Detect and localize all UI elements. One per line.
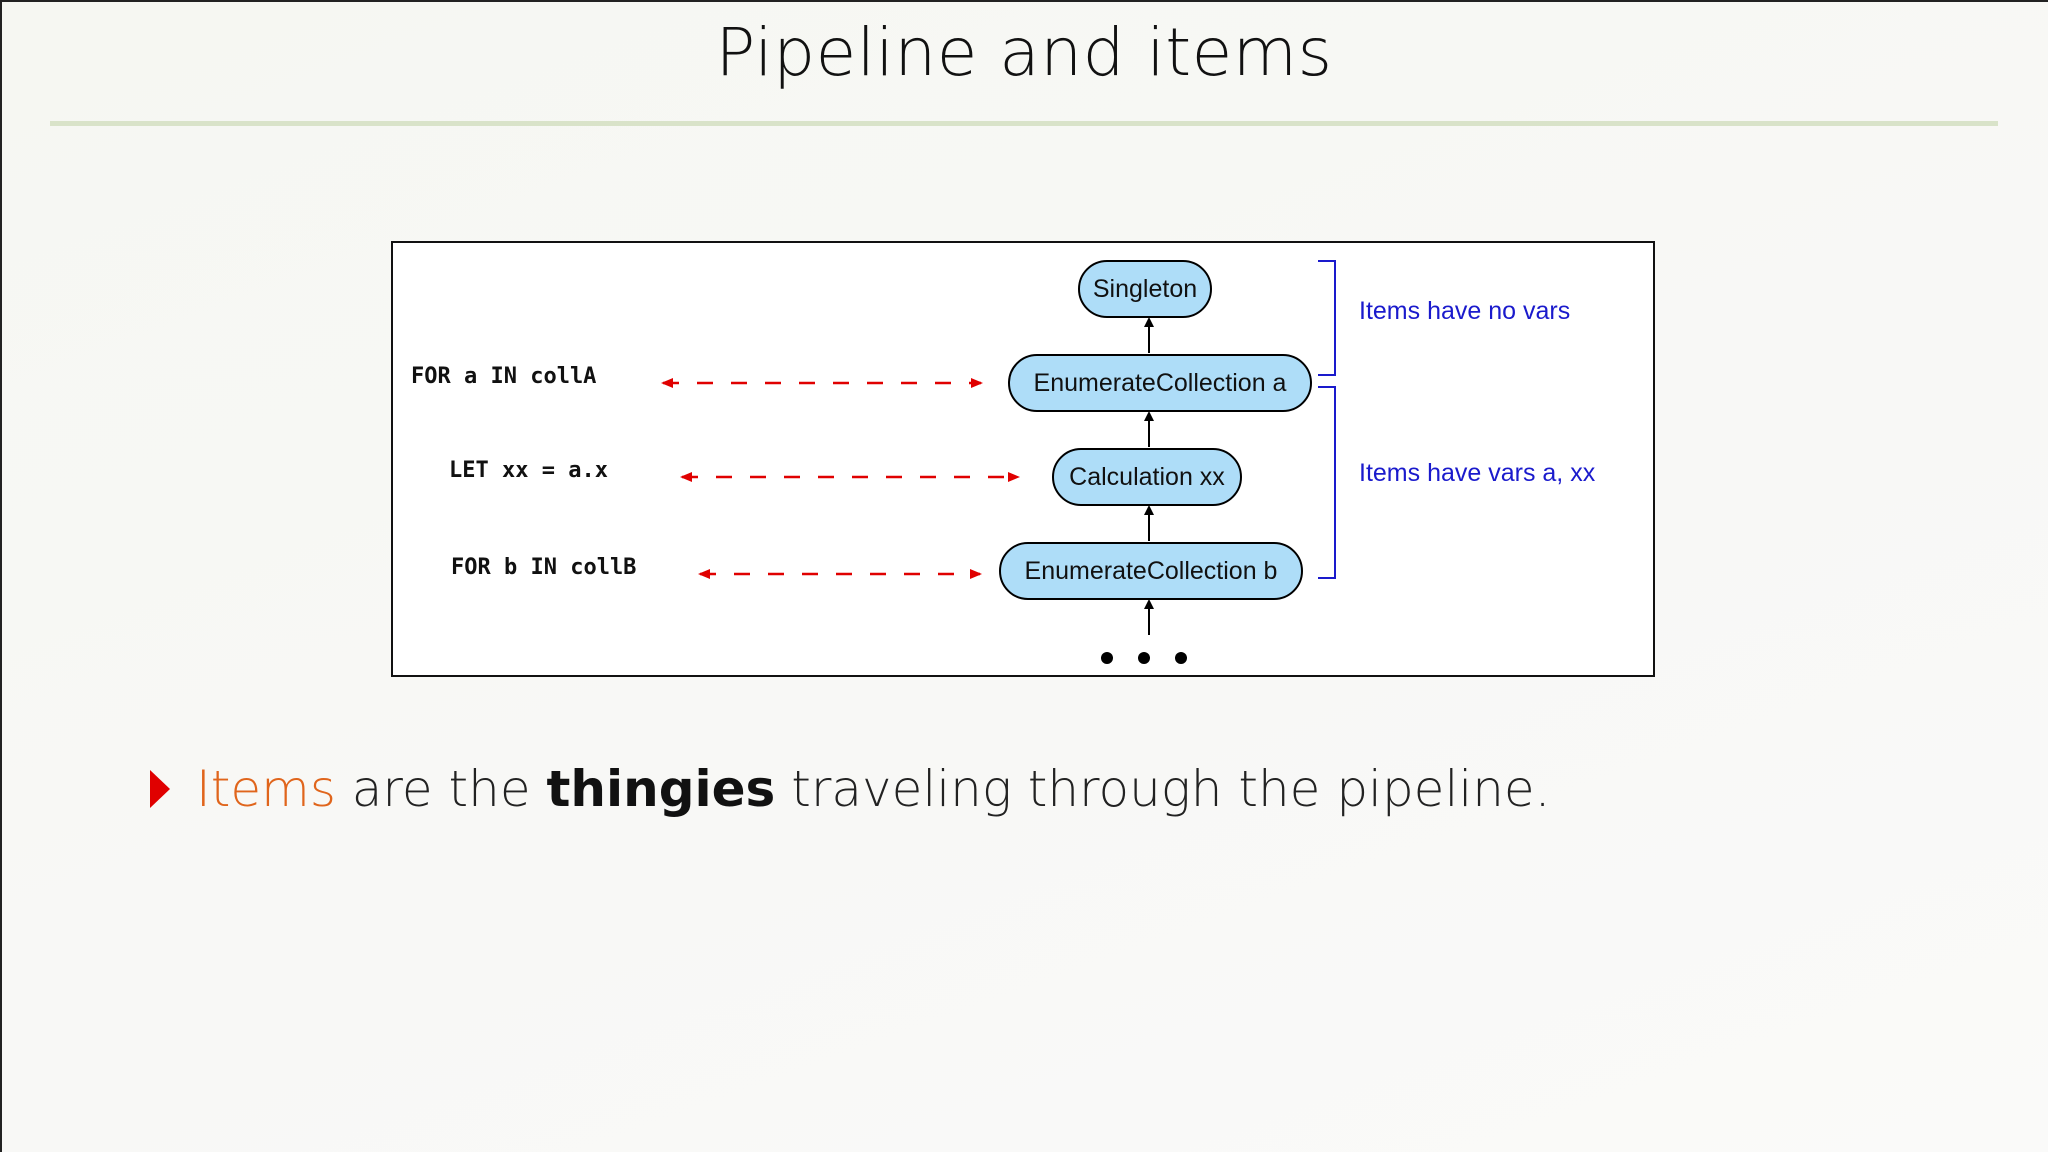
node-enumerate-collection-b bbox=[999, 542, 1303, 600]
pipeline-diagram: FOR a IN collA LET xx = a.x FOR b IN col… bbox=[391, 241, 1655, 677]
node-singleton bbox=[1078, 260, 1212, 318]
node-singleton-label: Singleton bbox=[1093, 275, 1197, 303]
node-enumerate-collection-b-label: EnumerateCollection b bbox=[1025, 557, 1278, 585]
continuation-dot bbox=[1101, 652, 1113, 664]
annotation-no-vars: Items have no vars bbox=[1359, 297, 1570, 325]
continuation-dot bbox=[1175, 652, 1187, 664]
bullet-text-part: are the bbox=[335, 760, 547, 818]
annotation-vars-a-xx: Items have vars a, xx bbox=[1359, 459, 1596, 487]
node-calculation-xx-label: Calculation xx bbox=[1069, 463, 1225, 491]
bullet-text-part: traveling through the pipeline. bbox=[775, 760, 1551, 818]
bullet-point: Items are the thingies traveling through… bbox=[150, 754, 1551, 824]
code-line-for-a: FOR a IN collA bbox=[411, 364, 596, 389]
highlight-thingies: thingies bbox=[546, 760, 776, 818]
pipeline-diagram-svg: FOR a IN collA LET xx = a.x FOR b IN col… bbox=[411, 260, 1596, 664]
bracket-vars-a-xx bbox=[1318, 386, 1336, 579]
code-line-for-b: FOR b IN collB bbox=[451, 555, 636, 580]
node-enumerate-collection-a-label: EnumerateCollection a bbox=[1034, 369, 1287, 397]
node-enumerate-collection-a bbox=[1008, 354, 1312, 412]
title-divider bbox=[50, 121, 1998, 126]
continuation-dot bbox=[1138, 652, 1150, 664]
node-calculation-xx bbox=[1052, 448, 1242, 506]
bullet-triangle-icon bbox=[150, 770, 170, 808]
highlight-items: Items bbox=[196, 760, 336, 818]
code-line-let-xx: LET xx = a.x bbox=[449, 458, 608, 483]
bracket-no-vars bbox=[1318, 260, 1336, 376]
slide-title: Pipeline and items bbox=[715, 14, 1333, 91]
